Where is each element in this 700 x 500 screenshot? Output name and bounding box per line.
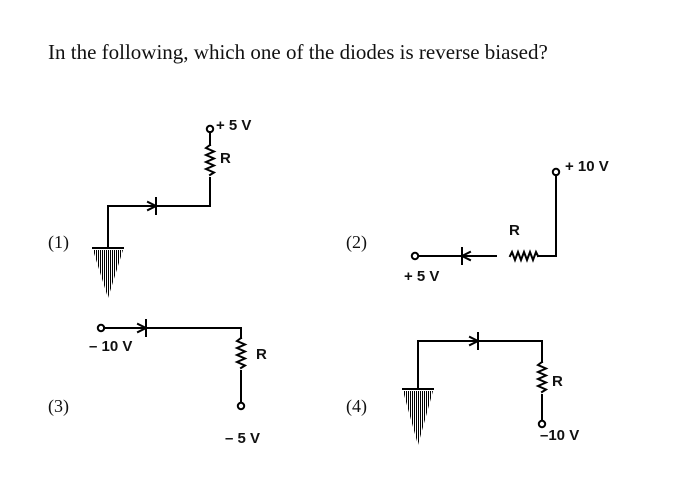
circuit-1-ground-icon <box>92 247 124 298</box>
circuit-3 <box>96 319 248 411</box>
circuit-2-resistor-label: R <box>509 222 520 239</box>
circuit-3-resistor <box>234 336 248 370</box>
option-1-number: (1) <box>48 232 69 252</box>
option-3-number: (3) <box>48 396 69 416</box>
circuit-1-voltage-label: + 5 V <box>216 117 252 134</box>
circuit-4-bottom-terminal <box>537 419 547 429</box>
option-4-number: (4) <box>346 396 367 416</box>
circuit-4-ground-icon <box>402 388 434 445</box>
circuit-2-top-voltage-label: + 10 V <box>565 158 609 175</box>
circuit-3-left-voltage-label: – 10 V <box>89 338 133 355</box>
circuit-4-voltage-label: –10 V <box>540 427 580 444</box>
circuit-4 <box>417 332 549 429</box>
circuit-2-bottom-terminal <box>410 251 420 261</box>
circuit-2-bottom-voltage-label: + 5 V <box>404 268 440 285</box>
circuit-1-diode <box>146 197 161 215</box>
circuit-4-diode <box>468 332 485 350</box>
circuit-3-bottom-voltage-label: – 5 V <box>225 430 261 447</box>
circuit-4-resistor-label: R <box>552 373 563 390</box>
circuit-3-resistor-label: R <box>256 346 267 363</box>
circuit-3-diode <box>136 319 153 337</box>
circuit-4-resistor <box>535 360 549 394</box>
circuit-1 <box>107 124 217 248</box>
circuit-3-bottom-terminal <box>236 401 246 411</box>
question-text: In the following, which one of the diode… <box>48 40 548 64</box>
circuit-2 <box>410 167 561 265</box>
circuit-1-resistor <box>203 143 217 177</box>
circuit-2-resistor <box>508 249 540 263</box>
option-2-number: (2) <box>346 232 367 252</box>
circuit-1-resistor-label: R <box>220 150 231 167</box>
circuit-2-diode <box>457 247 472 265</box>
